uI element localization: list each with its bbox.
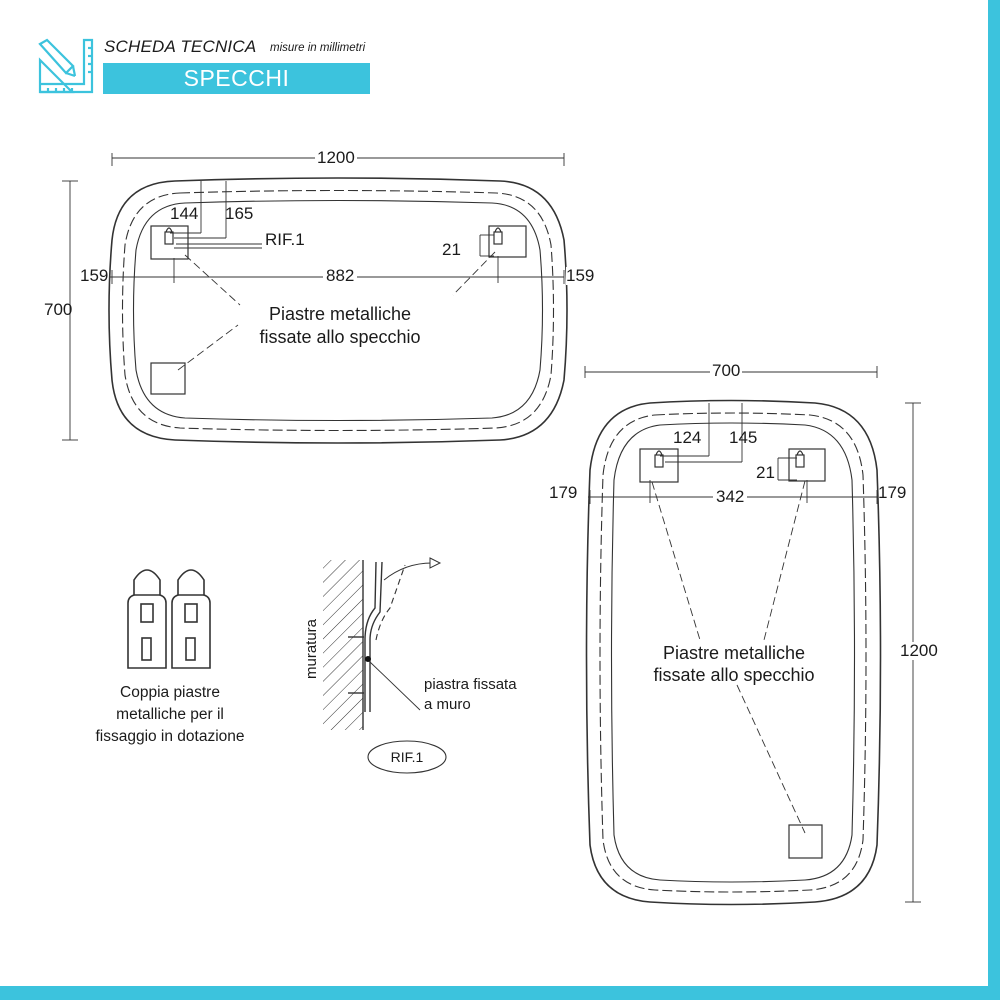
wall-ref-badge: RIF.1 <box>390 749 424 765</box>
portrait-height-label: 1200 <box>900 641 938 660</box>
header-band-label: SPECCHI <box>183 65 290 91</box>
portrait-plate-top-right <box>788 448 826 482</box>
header-subtitle: misure in millimetri <box>270 42 366 54</box>
landscape-mirror <box>108 177 568 444</box>
portrait-plate-top-left <box>639 448 679 483</box>
header-title: SCHEDA TECNICA <box>104 37 257 56</box>
portrait-plate-bottom <box>788 824 823 859</box>
landscape-left-margin-label: 159 <box>80 266 109 285</box>
landscape-plate-spacing-label: 882 <box>323 267 358 285</box>
portrait-leader-lines <box>651 480 806 834</box>
landscape-leader-lines <box>177 251 496 371</box>
landscape-offset-a-label: 144 <box>170 204 199 223</box>
header-band: SPECCHI <box>103 63 370 94</box>
plates-pair-icon <box>127 569 211 669</box>
landscape-plate-bottom <box>150 362 186 395</box>
wall-detail <box>323 557 447 774</box>
landscape-dimension-lines <box>62 153 565 441</box>
portrait-right-margin-label: 179 <box>878 483 907 502</box>
portrait-offset-a-label: 124 <box>673 428 702 447</box>
landscape-height-label: 700 <box>44 300 73 319</box>
landscape-ref-label: RIF.1 <box>265 230 305 249</box>
landscape-plate-height-label: 21 <box>442 240 461 259</box>
portrait-offset-b-label: 145 <box>729 428 758 447</box>
portrait-plate-spacing-label: 342 <box>713 488 748 506</box>
portrait-mirror <box>585 399 882 906</box>
wall-plate-label-line1: piastra fissata <box>424 676 517 693</box>
plates-caption-line2: metalliche per il <box>116 706 224 723</box>
portrait-note-line2: fissate allo specchio <box>653 665 815 685</box>
landscape-offset-b-label: 165 <box>225 204 254 223</box>
landscape-note-line1: Piastre metalliche <box>268 304 412 324</box>
plates-caption-line3: fissaggio in dotazione <box>95 728 245 745</box>
ruler-pencil-icon <box>38 38 94 94</box>
landscape-width-label: 1200 <box>315 148 357 167</box>
portrait-width-label: 700 <box>710 361 743 380</box>
frame-bottom-border <box>0 986 1000 1000</box>
landscape-plate-top-right <box>488 225 527 258</box>
landscape-note-line2: fissate allo specchio <box>259 327 421 347</box>
plates-caption-line1: Coppia piastre <box>120 684 220 701</box>
portrait-left-margin-label: 179 <box>549 483 578 502</box>
landscape-right-margin-label: 159 <box>566 266 595 285</box>
landscape-plate-top-left <box>150 225 189 260</box>
frame-right-border <box>988 0 1000 1000</box>
wall-label: muratura <box>303 618 320 680</box>
portrait-plate-height-label: 21 <box>756 463 775 482</box>
portrait-note-line1: Piastre metalliche <box>662 643 806 663</box>
wall-plate-label-line2: a muro <box>424 696 471 713</box>
